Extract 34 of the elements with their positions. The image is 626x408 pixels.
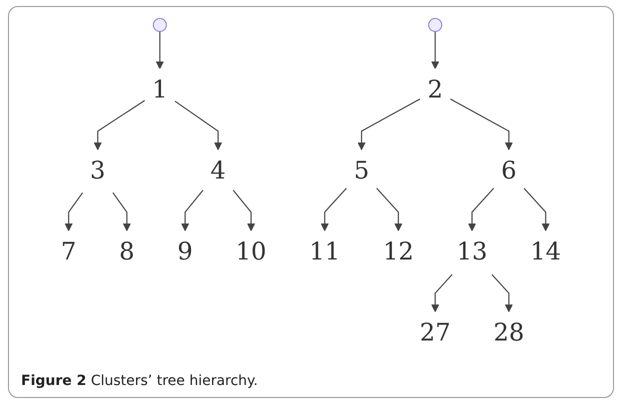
node-text: 14 bbox=[530, 238, 562, 266]
arrow bbox=[174, 100, 222, 150]
node-text: 7 bbox=[60, 238, 76, 266]
node-text: 12 bbox=[382, 238, 414, 266]
arrow bbox=[468, 188, 494, 232]
arrow bbox=[524, 188, 550, 232]
tree-diagram: 1 2 3 4 5 6 7 8 9 10 11 12 13 14 27 28 bbox=[19, 11, 603, 363]
node-text: 3 bbox=[90, 157, 106, 186]
node-text: 2 bbox=[427, 76, 443, 104]
node-text: 28 bbox=[493, 319, 524, 348]
node-text: 8 bbox=[119, 238, 135, 266]
arrow bbox=[181, 190, 204, 232]
arrow bbox=[156, 31, 164, 70]
node-text: 4 bbox=[210, 157, 226, 186]
arrow bbox=[64, 192, 84, 232]
arrow bbox=[94, 100, 145, 150]
figure-caption: Figure 2 Clusters’ tree hierarchy. bbox=[21, 373, 258, 389]
node-text: 1 bbox=[152, 76, 168, 104]
arrow bbox=[357, 98, 420, 150]
node-text: 13 bbox=[456, 238, 488, 266]
arrow bbox=[450, 98, 513, 150]
arrow bbox=[492, 274, 513, 312]
arrow bbox=[431, 31, 440, 70]
node-text: 27 bbox=[420, 319, 451, 348]
arrow bbox=[431, 274, 453, 312]
arrow bbox=[112, 192, 131, 232]
node-text: 9 bbox=[177, 238, 193, 266]
node-text: 6 bbox=[501, 157, 517, 186]
node-text: 10 bbox=[236, 238, 266, 266]
node-text: 5 bbox=[354, 157, 370, 186]
arrow bbox=[320, 188, 347, 232]
node-text: 11 bbox=[309, 238, 340, 266]
arrow bbox=[376, 188, 402, 232]
arrow bbox=[232, 190, 256, 232]
